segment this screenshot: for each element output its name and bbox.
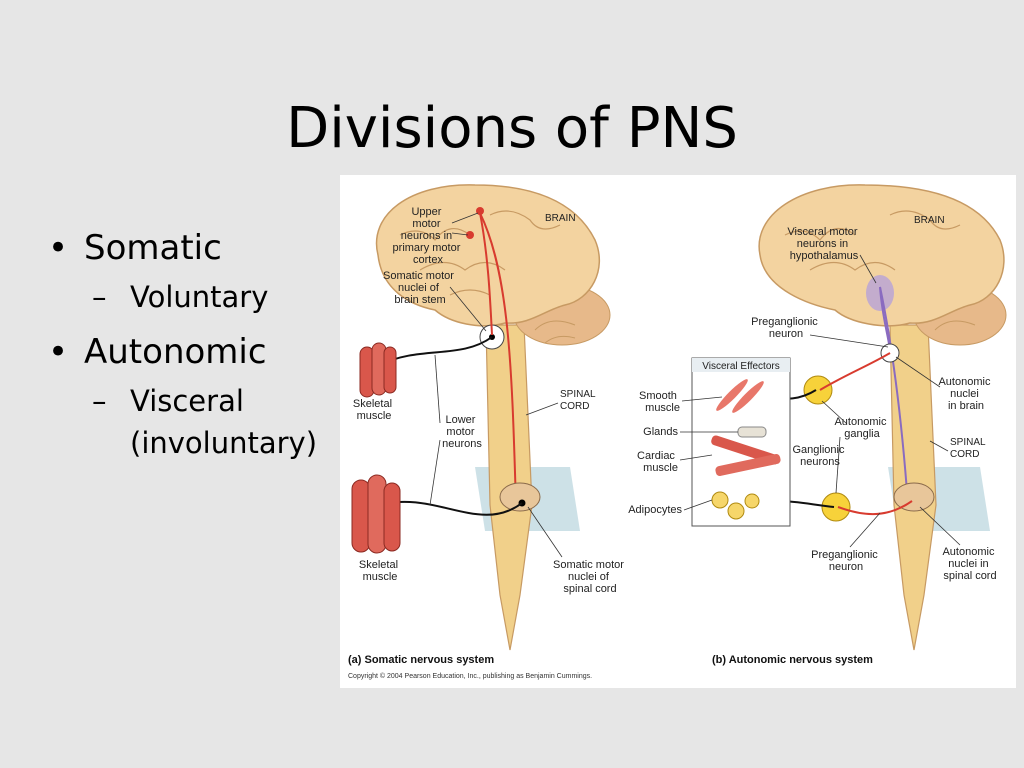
- bullet-dash: –: [92, 384, 107, 419]
- brain-gyri-b: [784, 210, 961, 271]
- label-adipocytes: Adipocytes: [628, 504, 682, 516]
- hypothalamic-tract: [879, 286, 909, 506]
- label-somatic-nuclei-spinal: Somatic motor nuclei of spinal cord: [553, 559, 627, 595]
- autonomic-ganglion-upper: [803, 375, 833, 405]
- sub-bullet-visceral: – Visceral (involuntary): [44, 380, 344, 464]
- sub-bullet-text: (involuntary): [130, 426, 318, 461]
- bullet-dash: –: [92, 280, 107, 314]
- label-cardiac-muscle: Cardiac muscle: [637, 450, 678, 474]
- gland-cells: [737, 426, 767, 438]
- label-lower-motor: Lower motor neurons: [442, 414, 482, 450]
- preganglionic-neuron-upper: [819, 352, 891, 391]
- label-ganglionic-neurons: Ganglionic neurons: [792, 444, 847, 468]
- skeletal-muscle-lower: [351, 474, 401, 554]
- brain: [375, 184, 601, 327]
- visceral-effectors-title: Visceral Effectors: [702, 361, 779, 372]
- smooth-muscle-cells: [716, 379, 764, 413]
- cortex-neuron-body: [476, 207, 484, 215]
- label-preganglionic-1: Preganglionic neuron: [751, 316, 821, 340]
- copyright: Copyright © 2004 Pearson Education, Inc.…: [348, 672, 592, 680]
- label-spinal-cord-b: SPINAL CORD: [950, 437, 988, 460]
- cardiac-muscle-cells: [711, 435, 781, 477]
- panel-b: Visceral Effectors Visceral motor neuron…: [628, 184, 1007, 666]
- slide-title: Divisions of PNS: [286, 96, 738, 161]
- sub-bullet-text: Visceral: [130, 384, 244, 419]
- label-smooth-muscle: Smooth muscle: [639, 390, 680, 414]
- cord-cross-section: [499, 482, 541, 512]
- label-autonomic-ganglia: Autonomic ganglia: [834, 416, 889, 440]
- skeletal-muscle-upper: [359, 342, 397, 398]
- label-visceral-motor: Visceral motor neurons in hypothalamus: [787, 226, 860, 262]
- lower-motor-neuron-1: [379, 336, 493, 366]
- upper-motor-neuron-1: [479, 212, 493, 336]
- caption-a: (a) Somatic nervous system: [348, 654, 494, 666]
- sub-bullet-voluntary: – Voluntary: [44, 276, 344, 318]
- label-brain-a: BRAIN: [545, 213, 576, 224]
- adipocyte-cells: [711, 491, 760, 520]
- label-skeletal-muscle-2: Skeletal muscle: [359, 559, 401, 583]
- leader-lines-b: [679, 254, 961, 548]
- label-glands: Glands: [643, 426, 678, 438]
- bullet-text: Autonomic: [84, 332, 267, 373]
- cord-cross-section-b: [893, 482, 935, 512]
- brain-gyri: [399, 210, 561, 296]
- bullet-somatic: • Somatic: [44, 228, 344, 268]
- label-preganglionic-2: Preganglionic neuron: [811, 549, 881, 573]
- preganglionic-neuron-lower: [837, 500, 913, 516]
- bullet-dot: •: [48, 228, 69, 268]
- sub-bullet-text: Voluntary: [130, 280, 269, 314]
- visceral-effectors-header: [692, 358, 790, 372]
- brain-b: [758, 184, 1005, 327]
- pns-diagram: Upper motor neurons in primary motor cor…: [348, 184, 1007, 680]
- label-autonomic-nuclei-brain: Autonomic nuclei in brain: [938, 376, 993, 412]
- upper-motor-neuron-2: [479, 212, 517, 506]
- label-autonomic-nuclei-spinal: Autonomic nuclei in spinal cord: [942, 546, 997, 582]
- label-spinal-cord-a: SPINAL CORD: [560, 389, 598, 412]
- bullet-autonomic: • Autonomic: [44, 332, 344, 372]
- pns-figure: Upper motor neurons in primary motor cor…: [340, 175, 1016, 688]
- caption-b: (b) Autonomic nervous system: [712, 654, 873, 666]
- label-upper-motor: Upper motor neurons in primary motor cor…: [393, 206, 464, 266]
- bullet-list: • Somatic – Voluntary • Autonomic – Visc…: [44, 228, 344, 478]
- label-somatic-nuclei-stem: Somatic motor nuclei of brain stem: [383, 270, 457, 306]
- leader-lines-a: [429, 212, 563, 558]
- bullet-text: Somatic: [84, 228, 222, 268]
- panel-a: Upper motor neurons in primary motor cor…: [348, 184, 627, 666]
- label-skeletal-muscle-1: Skeletal muscle: [353, 398, 395, 422]
- bullet-dot: •: [48, 332, 69, 373]
- cortex-neuron-body: [466, 231, 474, 239]
- label-brain-b: BRAIN: [914, 215, 945, 226]
